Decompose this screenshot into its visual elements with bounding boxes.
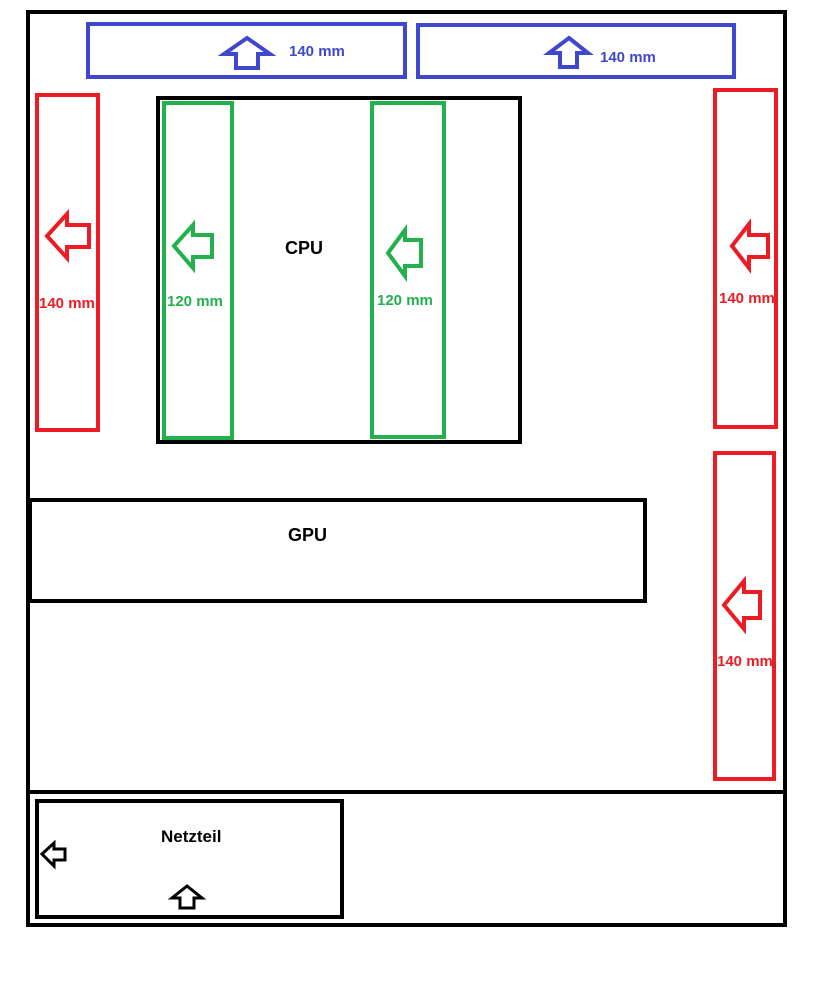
front-fan-upper-label: 140 mm <box>719 290 775 307</box>
arrow-left-icon <box>171 219 214 274</box>
arrow-left-icon <box>721 575 762 635</box>
top-fan-right: 140 mm <box>416 23 736 79</box>
cpu-fan-right: 120 mm <box>370 101 446 439</box>
arrow-up-icon <box>217 35 277 70</box>
top-fan-right-label: 140 mm <box>600 49 656 66</box>
cpu-label: CPU <box>285 238 323 258</box>
cpu-fan-right-label: 120 mm <box>377 292 433 309</box>
psu-label: Netzteil <box>161 827 221 846</box>
case-outline <box>26 10 787 927</box>
top-fan-left: 140 mm <box>86 22 407 79</box>
front-fan-lower-label: 140 mm <box>717 653 773 670</box>
front-fan-upper: 140 mm <box>713 88 778 429</box>
rear-fan: 140 mm <box>35 93 100 432</box>
arrow-left-icon <box>39 839 67 870</box>
psu-block: Netzteil <box>35 799 344 919</box>
arrow-left-icon <box>44 208 91 264</box>
front-fan-lower: 140 mm <box>713 451 776 781</box>
cpu-fan-left: 120 mm <box>162 101 234 440</box>
gpu-block: GPU <box>28 498 647 603</box>
arrow-left-icon <box>729 218 770 274</box>
rear-fan-label: 140 mm <box>39 295 95 312</box>
arrow-up-icon <box>167 884 207 910</box>
cpu-fan-left-label: 120 mm <box>167 293 223 310</box>
gpu-label: GPU <box>288 525 327 545</box>
arrow-up-icon <box>543 35 594 69</box>
cpu-block: CPU <box>156 96 522 444</box>
arrow-left-icon <box>385 223 423 283</box>
top-fan-left-label: 140 mm <box>289 43 345 60</box>
